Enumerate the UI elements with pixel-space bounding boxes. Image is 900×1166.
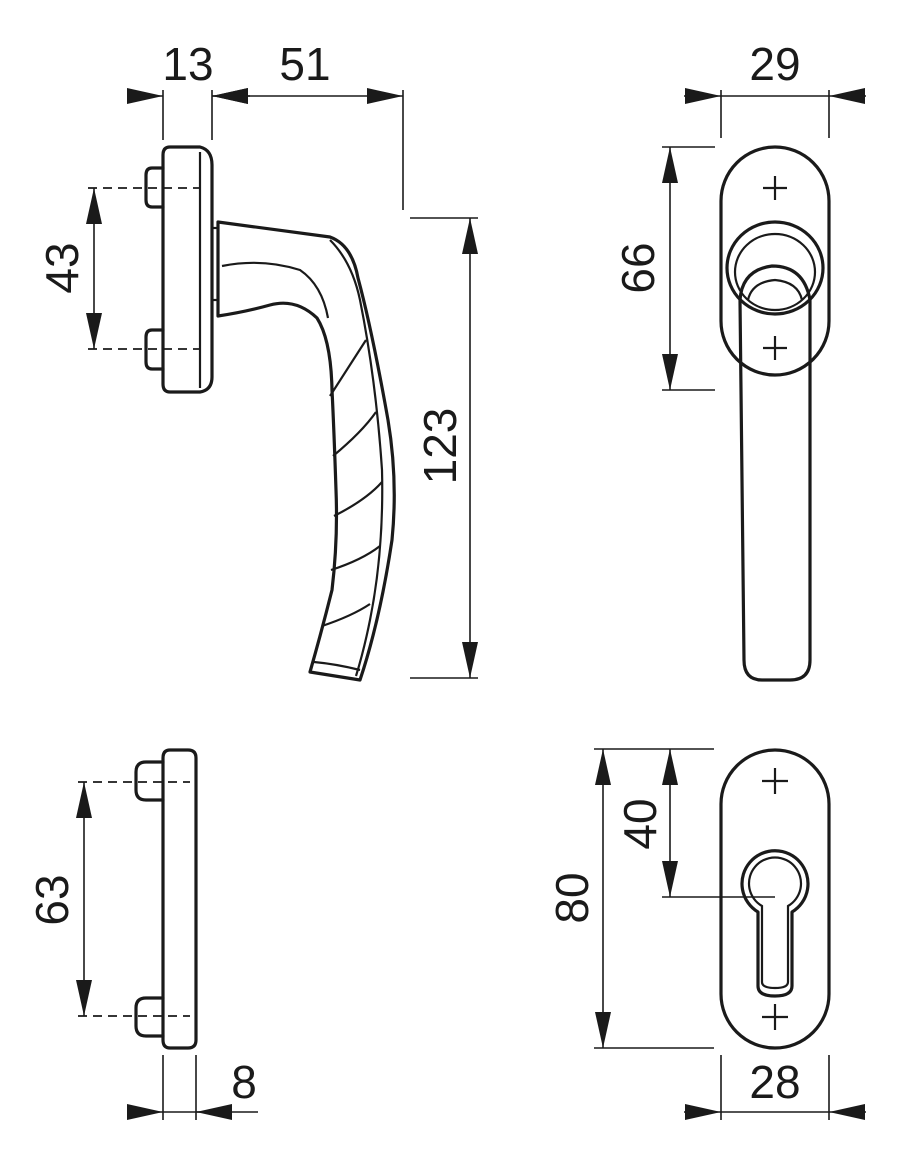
dim-front-rose-height: 66 bbox=[612, 242, 664, 293]
dim-plate-total-height: 80 bbox=[546, 872, 598, 923]
side-view-dimensions: 13 51 43 123 bbox=[36, 38, 478, 679]
side-view-handle bbox=[144, 145, 396, 682]
dim-plate-screw-spacing: 63 bbox=[26, 874, 78, 925]
dim-side-projection: 51 bbox=[279, 38, 330, 90]
dim-side-screw-spacing: 43 bbox=[36, 242, 88, 293]
dim-plate-center-height: 40 bbox=[614, 798, 666, 849]
back-plate-side-dimensions: 63 8 bbox=[26, 781, 258, 1120]
back-plate-front-dimensions: 40 80 28 bbox=[546, 748, 866, 1120]
back-plate-side-view bbox=[134, 748, 198, 1050]
front-view-handle bbox=[719, 145, 831, 682]
front-view-dimensions: 29 66 bbox=[612, 38, 866, 391]
dim-plate-thickness: 8 bbox=[231, 1056, 257, 1108]
dim-plate-width: 28 bbox=[749, 1056, 800, 1108]
dim-front-rose-width: 29 bbox=[749, 38, 800, 90]
dim-side-rose-depth: 13 bbox=[162, 38, 213, 90]
dim-side-handle-length: 123 bbox=[414, 408, 466, 485]
back-plate-front-view bbox=[719, 748, 831, 1050]
